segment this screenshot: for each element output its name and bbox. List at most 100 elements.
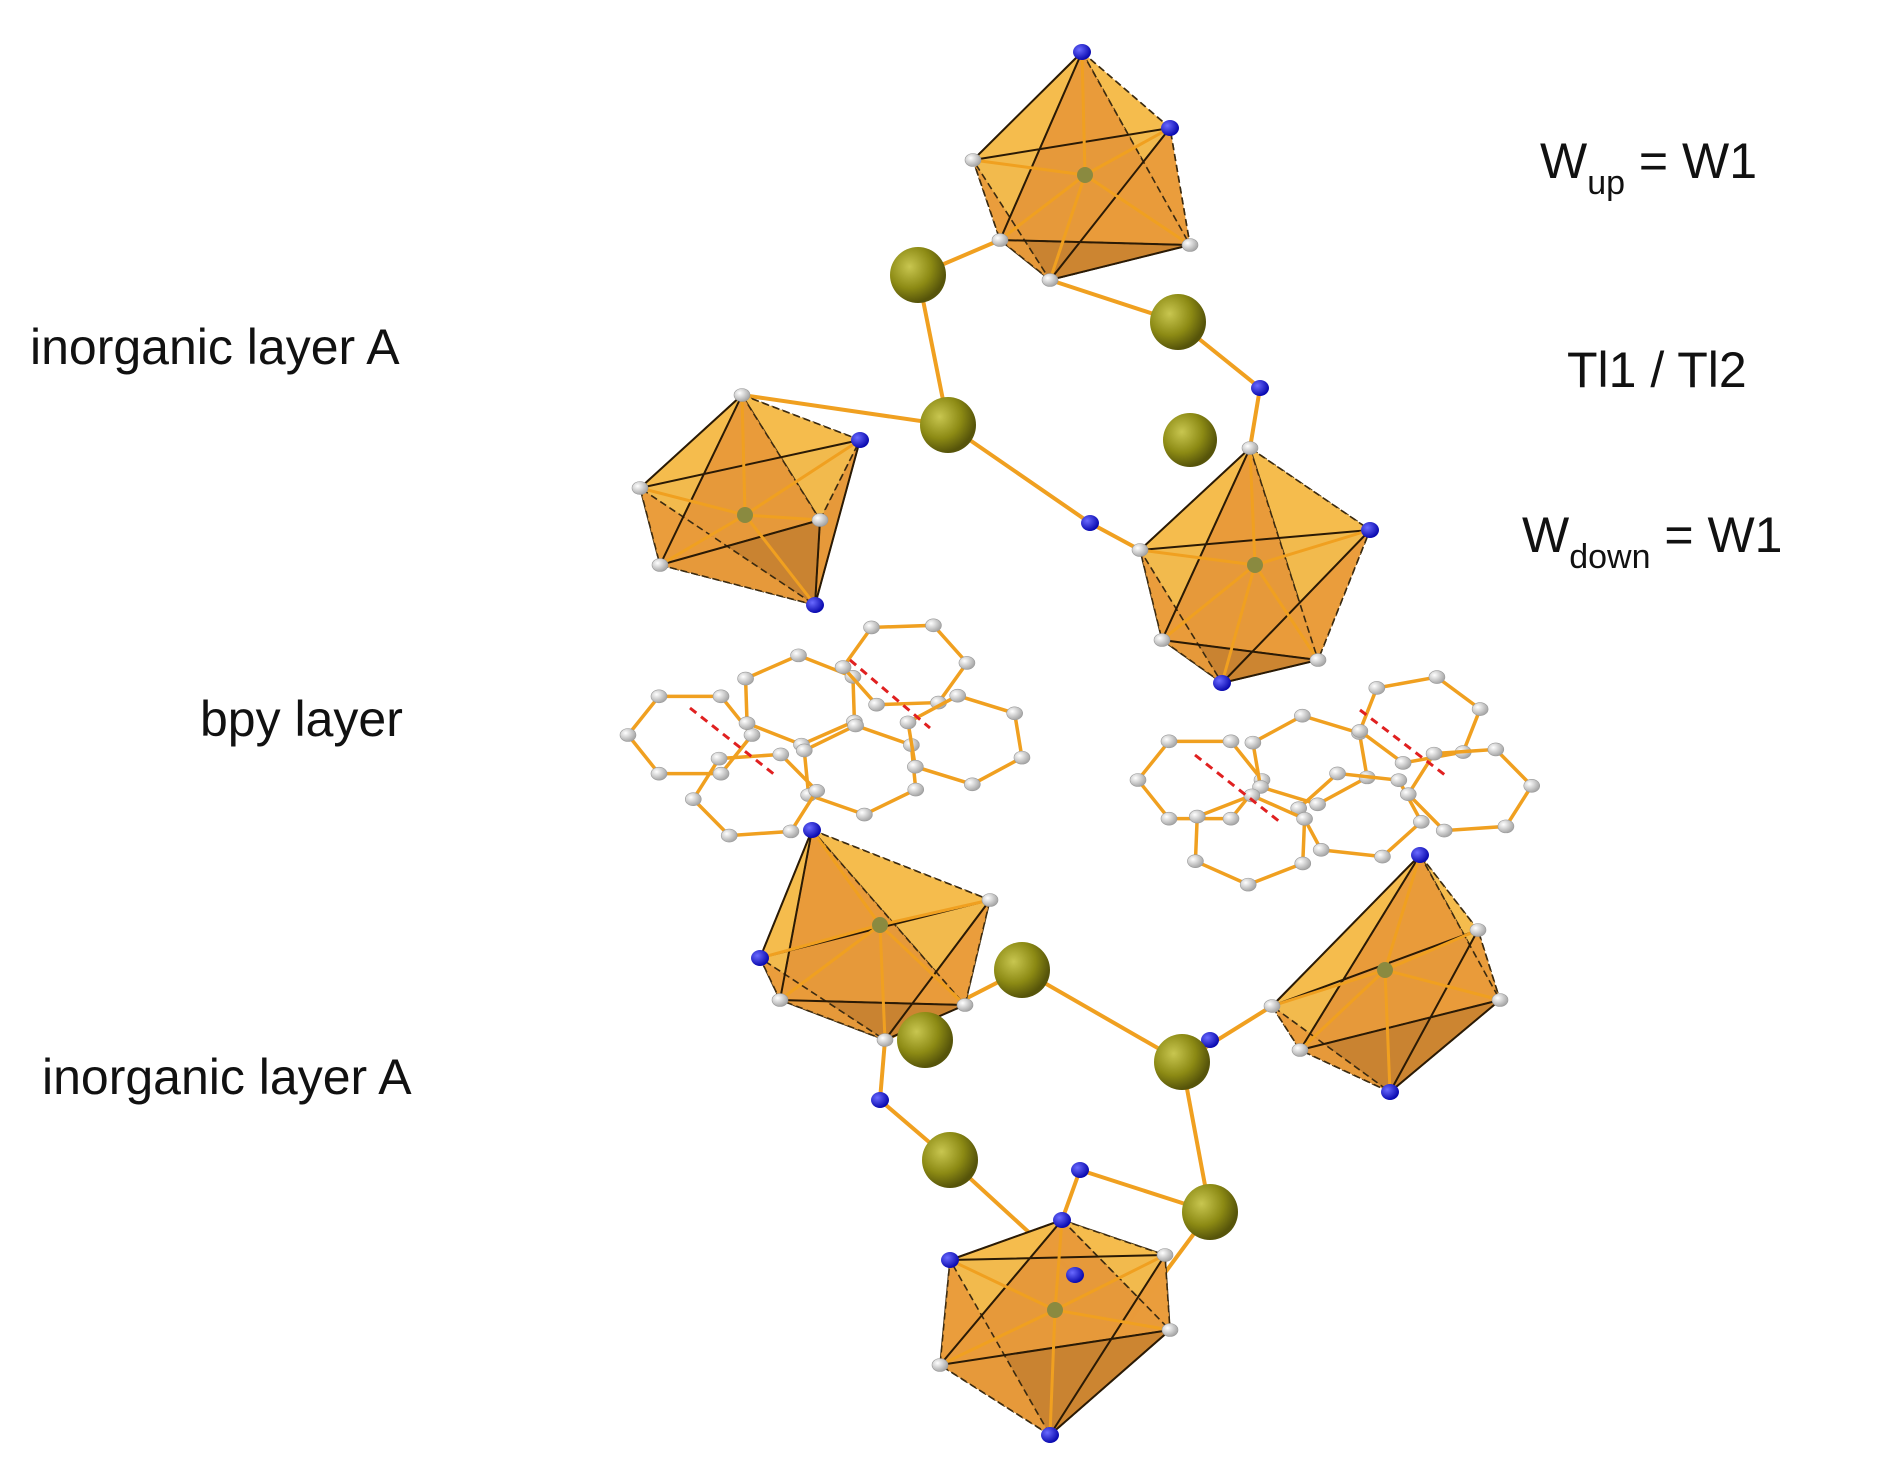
carbon-atom — [856, 807, 873, 822]
nitrogen-atom — [851, 432, 869, 448]
carbon-atom — [1013, 750, 1031, 765]
label-inorganic-layer-bottom: inorganic layer A — [42, 1049, 412, 1105]
carbon-atom — [1244, 735, 1262, 750]
bpy-ring — [619, 689, 761, 781]
carbon-atom — [907, 782, 925, 797]
carbon-atom — [1239, 877, 1257, 892]
ring-bonds — [1250, 713, 1370, 807]
polyhedron-bond — [1384, 928, 1479, 972]
bpy-ring — [1244, 708, 1376, 812]
polyhedron-bond — [1161, 563, 1256, 642]
thallium-atom — [920, 397, 976, 453]
polyhedron-bond — [1248, 447, 1257, 566]
polyhedron-bond — [779, 923, 881, 1002]
bpy-ring — [684, 747, 826, 843]
carbon-atom — [790, 648, 807, 663]
bpy-ring — [1187, 788, 1313, 892]
w-up-subscript: up — [1587, 164, 1626, 202]
polyhedron-bond — [1139, 548, 1256, 567]
carbon-atom — [720, 828, 738, 843]
carbon-atom — [1041, 273, 1059, 287]
polyhedron-bond — [878, 923, 967, 1007]
nitrogen-atom — [1411, 847, 1429, 863]
pi-stacking-line — [689, 706, 776, 777]
polyhedron-bond — [639, 486, 746, 517]
carbon-atom — [991, 233, 1009, 247]
carbon-atom — [1312, 843, 1330, 857]
bpy-ring — [1399, 742, 1541, 838]
polyhedra-group — [636, 50, 1502, 1437]
carbon-atom — [876, 1033, 894, 1047]
w-up-rest: = W1 — [1625, 133, 1758, 189]
w-down-subscript: down — [1569, 538, 1651, 576]
polyhedron-bond — [1048, 174, 1087, 281]
carbon-atom — [925, 618, 942, 633]
polyhedron-bond — [1053, 1219, 1064, 1311]
polyhedron-bond — [744, 438, 861, 517]
bond — [1020, 968, 1184, 1064]
polyhedron-bond — [1253, 564, 1320, 661]
carbon-atom — [963, 777, 981, 792]
atoms-group — [631, 44, 1509, 1443]
carbon-atom — [795, 743, 813, 758]
carbon-atom — [949, 688, 967, 703]
polyhedron-face — [758, 955, 886, 1041]
thallium-atom — [1163, 413, 1217, 467]
carbon-atom — [738, 716, 756, 731]
carbon-atom — [1425, 746, 1443, 761]
bond — [878, 1038, 887, 1102]
pi-stacking-line — [1194, 753, 1281, 824]
octa-top — [970, 50, 1192, 282]
thallium-atom — [1182, 1184, 1238, 1240]
carbon-atom — [964, 153, 982, 167]
nitrogen-atom — [1053, 1212, 1071, 1228]
carbon-atom — [899, 715, 917, 730]
nitrogen-atom — [1071, 1162, 1089, 1178]
polyhedron-face — [972, 159, 1051, 281]
polyhedron-bond — [759, 923, 881, 960]
metal-centre — [872, 917, 888, 933]
metal-centre — [1047, 1302, 1063, 1318]
label-w-up: Wup = W1 — [1540, 133, 1758, 200]
carbon-atom — [1187, 854, 1204, 868]
carbon-atom — [712, 689, 730, 704]
nitrogen-atom — [1213, 675, 1231, 691]
bond — [1060, 1168, 1082, 1222]
thallium-atom — [922, 1132, 978, 1188]
carbon-atom — [737, 671, 754, 686]
nitrogen-atom — [1161, 120, 1179, 136]
carbon-atom — [1222, 811, 1240, 826]
carbon-atom — [1428, 670, 1446, 684]
polyhedron-bond — [1383, 854, 1422, 971]
carbon-atom — [1291, 1043, 1309, 1057]
bpy-ring — [1290, 766, 1430, 864]
carbon-atom — [1491, 993, 1509, 1007]
carbon-atom — [1469, 923, 1487, 937]
carbon-atom — [1156, 1248, 1174, 1262]
carbon-atom — [1131, 543, 1149, 557]
metal-centre — [1077, 167, 1093, 183]
carbon-atom — [772, 747, 790, 762]
nitrogen-atom — [1081, 515, 1099, 531]
polyhedron-bond — [1383, 969, 1392, 1093]
w-up-main: W — [1540, 133, 1588, 189]
polyhedron-bond — [740, 394, 747, 516]
carbon-atom — [1160, 811, 1178, 826]
carbon-atom — [1160, 734, 1178, 749]
polyhedron-bond — [972, 158, 1086, 177]
polyhedron-bond — [1220, 564, 1257, 684]
polyhedron-bond — [878, 924, 887, 1041]
nitrogen-atom — [806, 597, 824, 613]
polyhedron-bond — [999, 173, 1086, 242]
carbon-atom — [782, 824, 800, 839]
carbon-atom — [712, 766, 730, 781]
octa-left-upper — [636, 393, 863, 607]
carbon-atom — [1263, 999, 1281, 1013]
ring-bonds — [625, 694, 755, 776]
polyhedron-bond — [1084, 173, 1191, 247]
polyhedron-bond — [1080, 51, 1087, 176]
ring-bonds — [906, 693, 1024, 787]
carbon-atom — [710, 751, 728, 766]
octa-right-upper — [1137, 445, 1373, 685]
